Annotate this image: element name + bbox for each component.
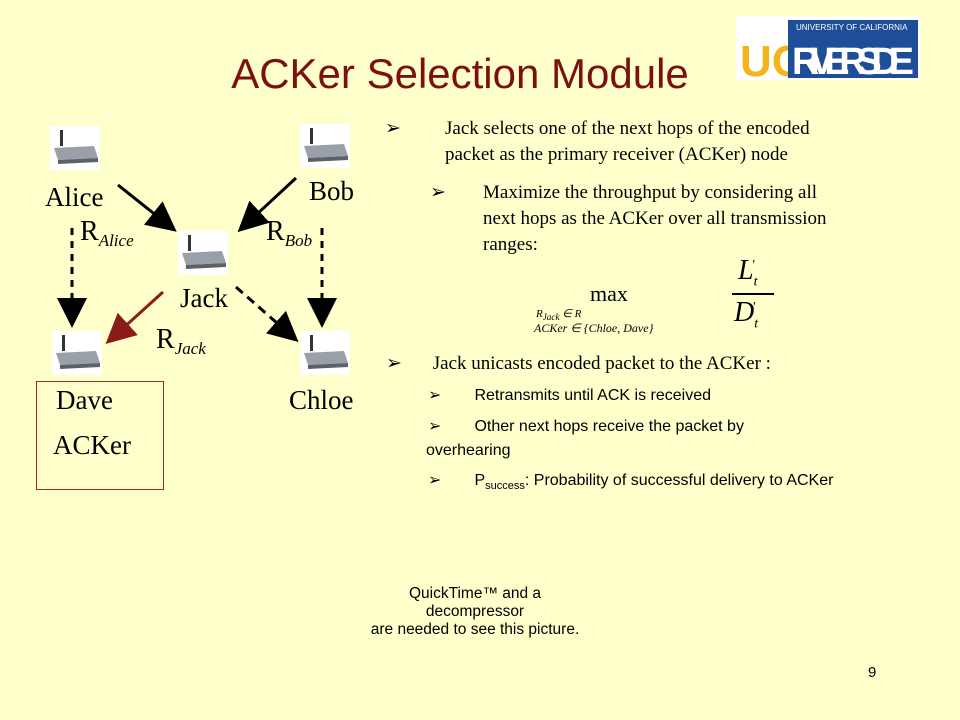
formula-condition-2: ACKer ∈ {Chloe, Dave} [534,321,654,335]
acker-highlight-box [36,381,164,490]
arrow-bullet-icon: ➢ [428,472,442,489]
router-icon-chloe [300,331,350,375]
jack-to-chloe-dashed [235,285,299,342]
bullet-1: ➢ Jack selects one of the next hops of t… [385,118,810,165]
router-icon-alice [50,126,100,170]
router-icon-bob [300,124,350,168]
slide-title: ACKer Selection Module [231,50,689,97]
bullet-4: ➢ Retransmits until ACK is received [428,387,711,404]
bullet-2: ➢ Maximize the throughput by considering… [430,182,827,255]
router-icon-jack [178,231,228,275]
alice-to-jack-arrow [117,183,177,232]
bullet-5: ➢ Other next hops receive the packet by … [426,415,744,463]
arrow-bullet-icon: ➢ [430,182,446,203]
arrow-bullet-icon: ➢ [428,418,442,435]
formula-condition-1: RJack ∈ R [536,308,582,323]
formula-numerator: Lt' [738,255,758,290]
page-number: 9 [868,664,877,681]
svg-text:RIVERSIDE: RIVERSIDE [792,41,914,80]
arrow-bullet-icon: ➢ [428,387,442,404]
network-diagram [57,176,337,345]
bullet-6: ➢ Psuccess: Probability of successful de… [428,472,834,493]
node-label-acker: ACKer [53,430,131,460]
node-label-alice: Alice [45,182,104,212]
formula-max: max [590,281,628,306]
svg-text:UNIVERSITY OF CALIFORNIA: UNIVERSITY OF CALIFORNIA [796,23,908,32]
ucr-logo: UC RIVERSIDE UNIVERSITY OF CALIFORNIA [736,16,920,86]
router-icon-dave [52,331,102,375]
rate-label-bob: RBob [266,216,313,250]
formula-denominator: Dt' [734,297,759,332]
formula-fraction-bar [732,293,774,295]
rate-label-jack: RJack [156,324,206,358]
arrow-bullet-icon: ➢ [385,118,401,139]
node-label-dave: Dave [56,385,113,415]
jack-to-dave-arrow [105,290,165,345]
quicktime-placeholder: QuickTime™ and a decompressor are needed… [370,585,580,638]
rate-label-alice: RAlice [80,216,134,250]
bullet-3: ➢ Jack unicasts encoded packet to the AC… [386,353,771,374]
node-label-jack: Jack [180,283,228,313]
bob-to-jack-arrow [237,176,298,233]
throughput-formula: max RJack ∈ R ACKer ∈ {Chloe, Dave} Lt' … [530,255,800,345]
node-label-bob: Bob [309,176,355,206]
node-label-chloe: Chloe [289,385,354,415]
arrow-bullet-icon: ➢ [386,353,402,374]
